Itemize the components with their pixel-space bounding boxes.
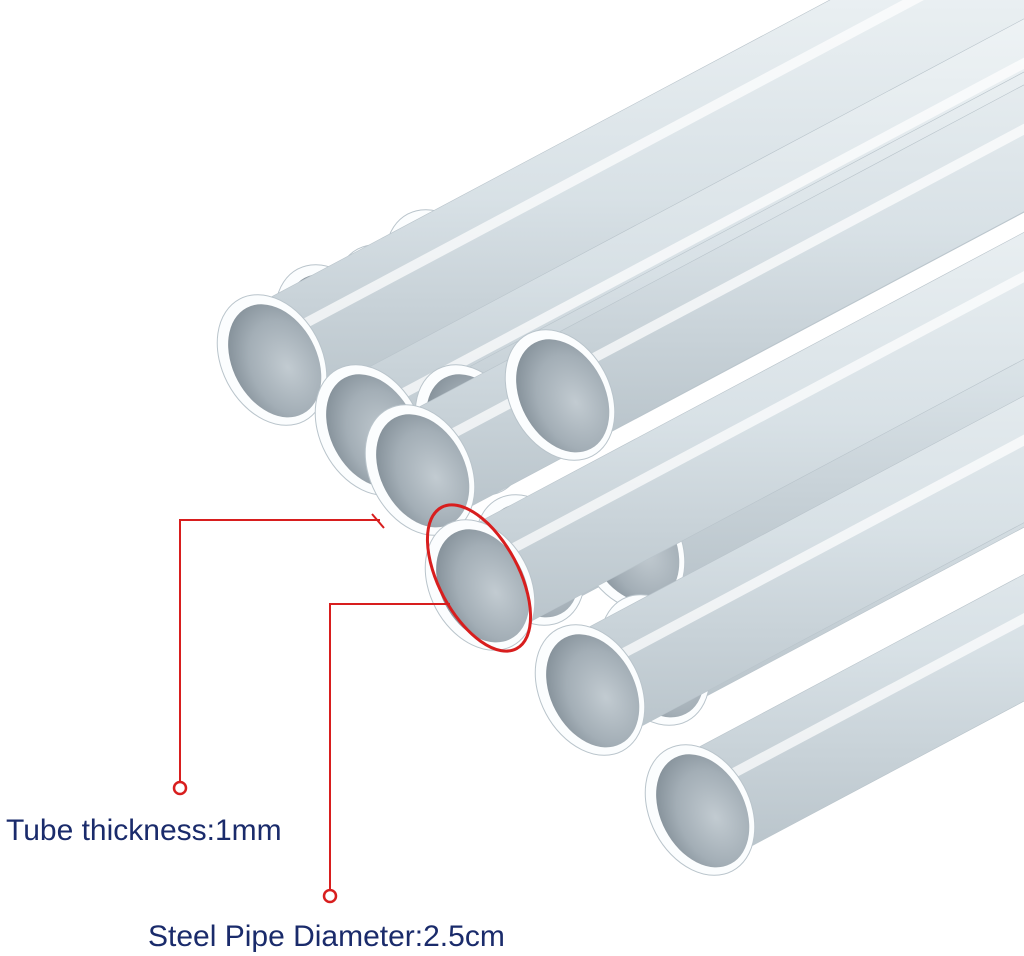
thickness-dot	[172, 780, 188, 796]
steel-pipe	[216, 0, 1024, 426]
diameter-leader-line	[329, 603, 450, 896]
pipe-diameter-label: Steel Pipe Diameter:2.5cm	[148, 920, 505, 953]
steel-pipe	[504, 84, 1024, 461]
tube-thickness-label: Tube thickness:1mm	[6, 814, 282, 847]
steel-pipe	[424, 231, 1024, 651]
steel-pipe	[644, 573, 1024, 876]
annotation-lines	[172, 503, 533, 904]
diameter-dot	[322, 888, 338, 904]
steel-pipe	[534, 395, 1024, 756]
diameter-highlight-ring	[425, 503, 533, 653]
pipes-group	[216, 0, 1024, 876]
thickness-leader-line	[179, 519, 380, 788]
thickness-marker	[371, 513, 385, 529]
